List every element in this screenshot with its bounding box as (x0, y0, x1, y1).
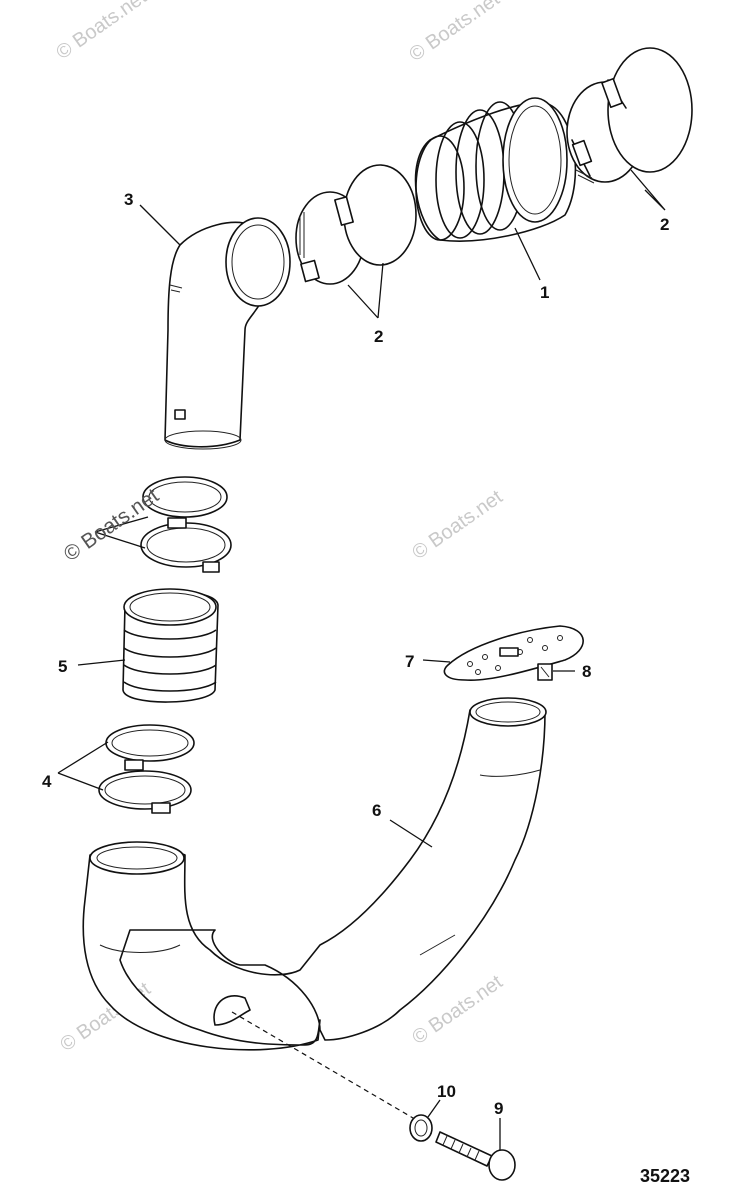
part-clamps-upper-right (566, 47, 693, 184)
leader-lines (57, 169, 666, 1150)
callout-2-middle: 2 (374, 327, 383, 346)
part-bolt (435, 1131, 516, 1181)
callout-8: 8 (582, 662, 591, 681)
part-clip (537, 663, 553, 681)
callout-9: 9 (494, 1099, 503, 1118)
part-elbow-pipe (164, 217, 291, 450)
part-corrugated-hose (122, 588, 219, 703)
callout-5: 5 (58, 657, 67, 676)
part-clamps-4 (98, 724, 195, 814)
part-clamps-middle (295, 164, 417, 285)
callout-4: 4 (42, 772, 52, 791)
part-washer (409, 1114, 433, 1142)
callout-6: 6 (372, 801, 381, 820)
callout-10: 10 (437, 1082, 456, 1101)
part-clamps-lower (140, 476, 232, 573)
part-plate (443, 625, 584, 682)
callout-1: 1 (540, 283, 549, 302)
callout-labels: 1 2 2 3 4 5 6 7 8 9 10 (42, 190, 669, 1118)
watermark: © Boats.net (405, 0, 504, 66)
figure-number: 35223 (640, 1166, 690, 1186)
callout-7: 7 (405, 652, 414, 671)
bolt-axis-dashed (231, 1011, 426, 1126)
callout-3: 3 (124, 190, 133, 209)
watermark: © Boats.net (52, 0, 151, 64)
watermark: © Boats.net (408, 486, 507, 564)
part-y-pipe (82, 697, 547, 1051)
callout-2-upper: 2 (660, 215, 669, 234)
part-bellows-hose (414, 97, 577, 242)
